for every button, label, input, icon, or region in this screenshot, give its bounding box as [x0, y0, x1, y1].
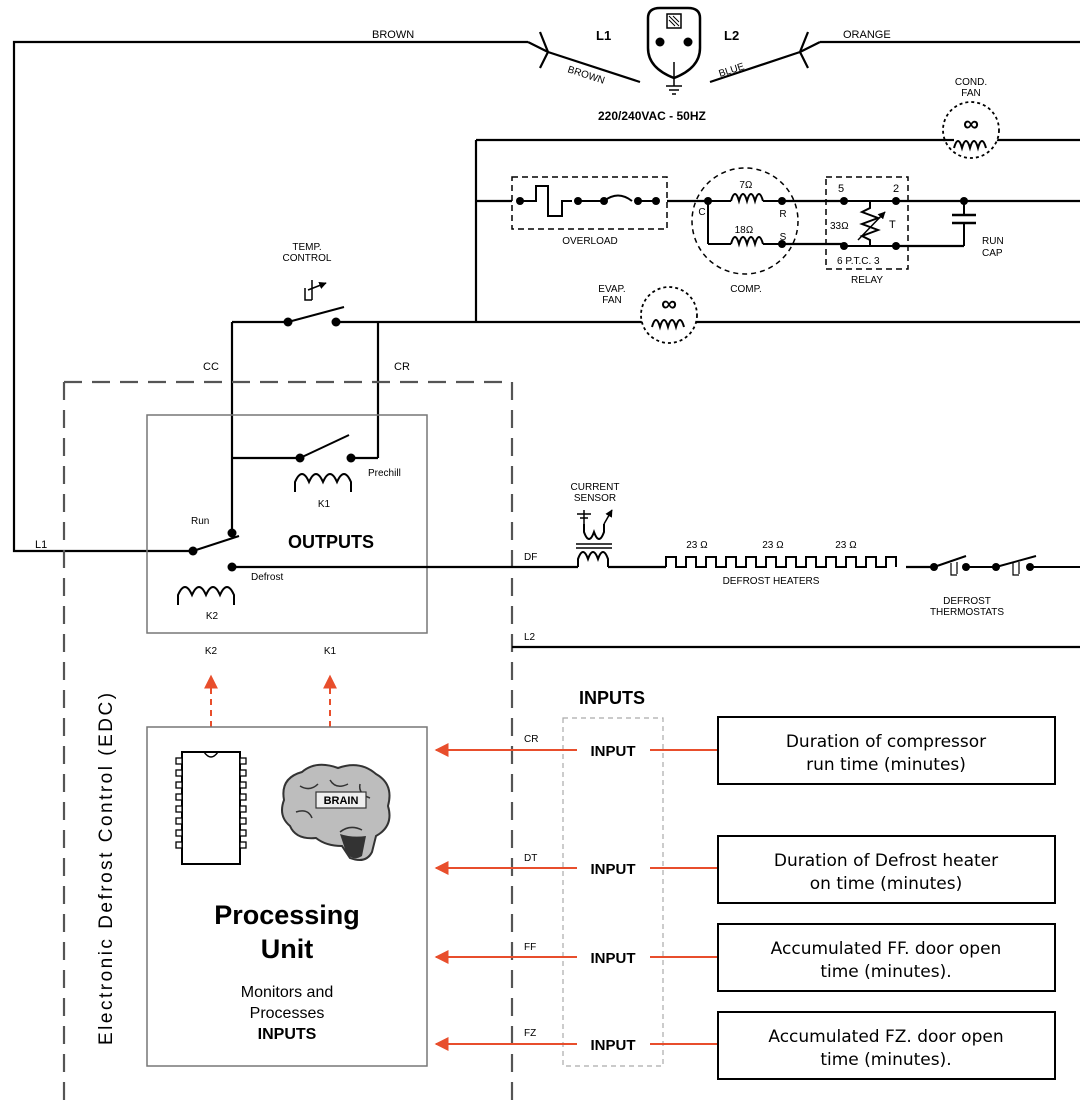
relay-5: 5 — [838, 183, 844, 195]
cond-fan-label-1: COND. — [955, 77, 987, 88]
outputs-box: K1 Prechill K2 Run Defrost OUTPUTS — [146, 414, 428, 634]
relay-t: T — [889, 219, 896, 231]
input-label: INPUT — [591, 950, 636, 967]
k1-label: K1 — [318, 499, 331, 510]
temp-control-label-1: TEMP. — [292, 242, 321, 253]
heater-ohm-1: 23 Ω — [686, 540, 708, 551]
k2-label: K2 — [206, 611, 219, 622]
edc-boundary: Electronic Defrost Control (EDC) — [62, 380, 514, 1101]
input-label: INPUT — [591, 861, 636, 878]
input-row: FF INPUT Accumulated FF. door open time … — [434, 923, 1056, 992]
svg-text:∞: ∞ — [963, 111, 979, 136]
cond-fan: ∞ COND. FAN — [476, 77, 1080, 159]
compressor: C R S 7Ω 18Ω COMP. — [691, 167, 799, 295]
plug-icon — [646, 6, 702, 95]
input-desc-2: time (minutes). — [820, 1050, 951, 1070]
overload: OVERLOAD — [511, 176, 668, 247]
evap-fan-label-1: EVAP. — [598, 284, 625, 295]
input-wire-label: CR — [524, 734, 538, 745]
comp-s: S — [780, 232, 787, 243]
chip-icon — [175, 751, 247, 865]
brain-icon: BRAIN — [281, 763, 391, 861]
orange-wire-label: ORANGE — [843, 29, 891, 41]
cc-wire-label: CC — [203, 361, 219, 373]
evap-fan: ∞ EVAP. FAN — [598, 284, 698, 344]
output-arrows — [204, 674, 337, 727]
inputs-dashed-box — [562, 717, 664, 1067]
defrost-thermostats-label-1: DEFROST — [943, 596, 991, 607]
input-desc-1: Duration of Defrost heater — [774, 851, 998, 871]
current-sensor-label-1: CURRENT — [571, 482, 620, 493]
df-wire-label: DF — [524, 552, 537, 563]
relay-res: 33Ω — [830, 221, 849, 232]
input-label: INPUT — [591, 743, 636, 760]
input-desc-2: on time (minutes) — [810, 874, 962, 894]
out-k1-label: K1 — [324, 646, 337, 657]
processing-title-1: Processing — [214, 900, 360, 930]
current-sensor-label-2: SENSOR — [574, 493, 616, 504]
relay-2: 2 — [893, 183, 899, 195]
processing-unit: BRAIN Processing Unit Monitors and Proce… — [146, 726, 428, 1067]
input-desc-2: run time (minutes) — [806, 755, 966, 775]
relay-label: RELAY — [851, 275, 883, 286]
edc-title: Electronic Defrost Control (EDC) — [96, 690, 117, 1045]
input-row: DT INPUT Duration of Defrost heater on t… — [434, 835, 1056, 904]
blue-lead-label: BLUE — [718, 61, 747, 80]
input-wire-label: FZ — [524, 1028, 536, 1039]
temp-control-switch: TEMP. CONTROL — [283, 242, 345, 327]
overload-label: OVERLOAD — [562, 236, 618, 247]
l2-label: L2 — [724, 28, 739, 43]
cr-wire-label: CR — [394, 361, 410, 373]
defrost-thermostats: DEFROST THERMOSTATS — [930, 555, 1080, 618]
temp-control-label-2: CONTROL — [283, 253, 332, 264]
defrost-heaters-label: DEFROST HEATERS — [723, 576, 820, 587]
input-row: CR INPUT Duration of compressor run time… — [434, 716, 1056, 785]
processing-sub-1: Monitors and — [241, 984, 334, 1001]
current-sensor: CURRENT SENSOR — [571, 482, 620, 567]
input-desc-1: Duration of compressor — [786, 732, 986, 752]
defrost-label: Defrost — [251, 572, 283, 583]
processing-sub-2: Processes — [250, 1005, 325, 1022]
run-cap-label-1: RUN — [982, 236, 1004, 247]
cond-fan-label-2: FAN — [961, 88, 980, 99]
run-label: Run — [191, 516, 209, 527]
outputs-title: OUTPUTS — [288, 532, 374, 552]
defrost-heaters: 23 Ω 23 Ω 23 Ω DEFROST HEATERS — [665, 540, 897, 587]
input-label: INPUT — [591, 1037, 636, 1054]
comp-c: C — [698, 207, 705, 218]
power-supply: BROWN ORANGE BROWN BLUE L1 L2 220/240VAC… — [12, 6, 1080, 553]
l2-wire-label: L2 — [524, 632, 536, 643]
inputs-heading: INPUTS — [579, 688, 645, 708]
processing-title-2: Unit — [261, 934, 313, 964]
evap-fan-label-2: FAN — [602, 295, 621, 306]
processing-inputs: INPUTS — [258, 1026, 317, 1043]
run-cap-label-2: CAP — [982, 248, 1003, 259]
out-k2-label: K2 — [205, 646, 218, 657]
comp-r: R — [779, 209, 786, 220]
brown-lead-label: BROWN — [566, 64, 606, 86]
relay-ptc: 6 P.T.C. 3 — [837, 256, 880, 267]
input-wire-label: FF — [524, 942, 536, 953]
input-desc-2: time (minutes). — [820, 962, 951, 982]
ptc-relay: 5 2 T 33Ω 6 P.T.C. 3 RELAY — [825, 176, 909, 286]
winding-start-ohm: 18Ω — [735, 225, 754, 236]
defrost-thermostats-label-2: THERMOSTATS — [930, 607, 1004, 618]
brain-label: BRAIN — [324, 795, 359, 807]
svg-text:∞: ∞ — [661, 291, 677, 316]
brown-wire-label: BROWN — [372, 29, 414, 41]
l1-wire-label: L1 — [35, 539, 47, 551]
supply-label: 220/240VAC - 50HZ — [598, 109, 706, 123]
heater-ohm-2: 23 Ω — [762, 540, 784, 551]
input-row: FZ INPUT Accumulated FZ. door open time … — [434, 1011, 1056, 1080]
input-wire-label: DT — [524, 853, 537, 864]
input-desc-1: Accumulated FZ. door open — [768, 1027, 1003, 1047]
input-desc-1: Accumulated FF. door open — [771, 939, 1002, 959]
heater-ohm-3: 23 Ω — [835, 540, 857, 551]
comp-label: COMP. — [730, 284, 762, 295]
l1-label: L1 — [596, 28, 611, 43]
winding-run-ohm: 7Ω — [739, 180, 752, 191]
prechill-label: Prechill — [368, 468, 401, 479]
run-capacitor: RUN CAP — [952, 197, 1004, 259]
